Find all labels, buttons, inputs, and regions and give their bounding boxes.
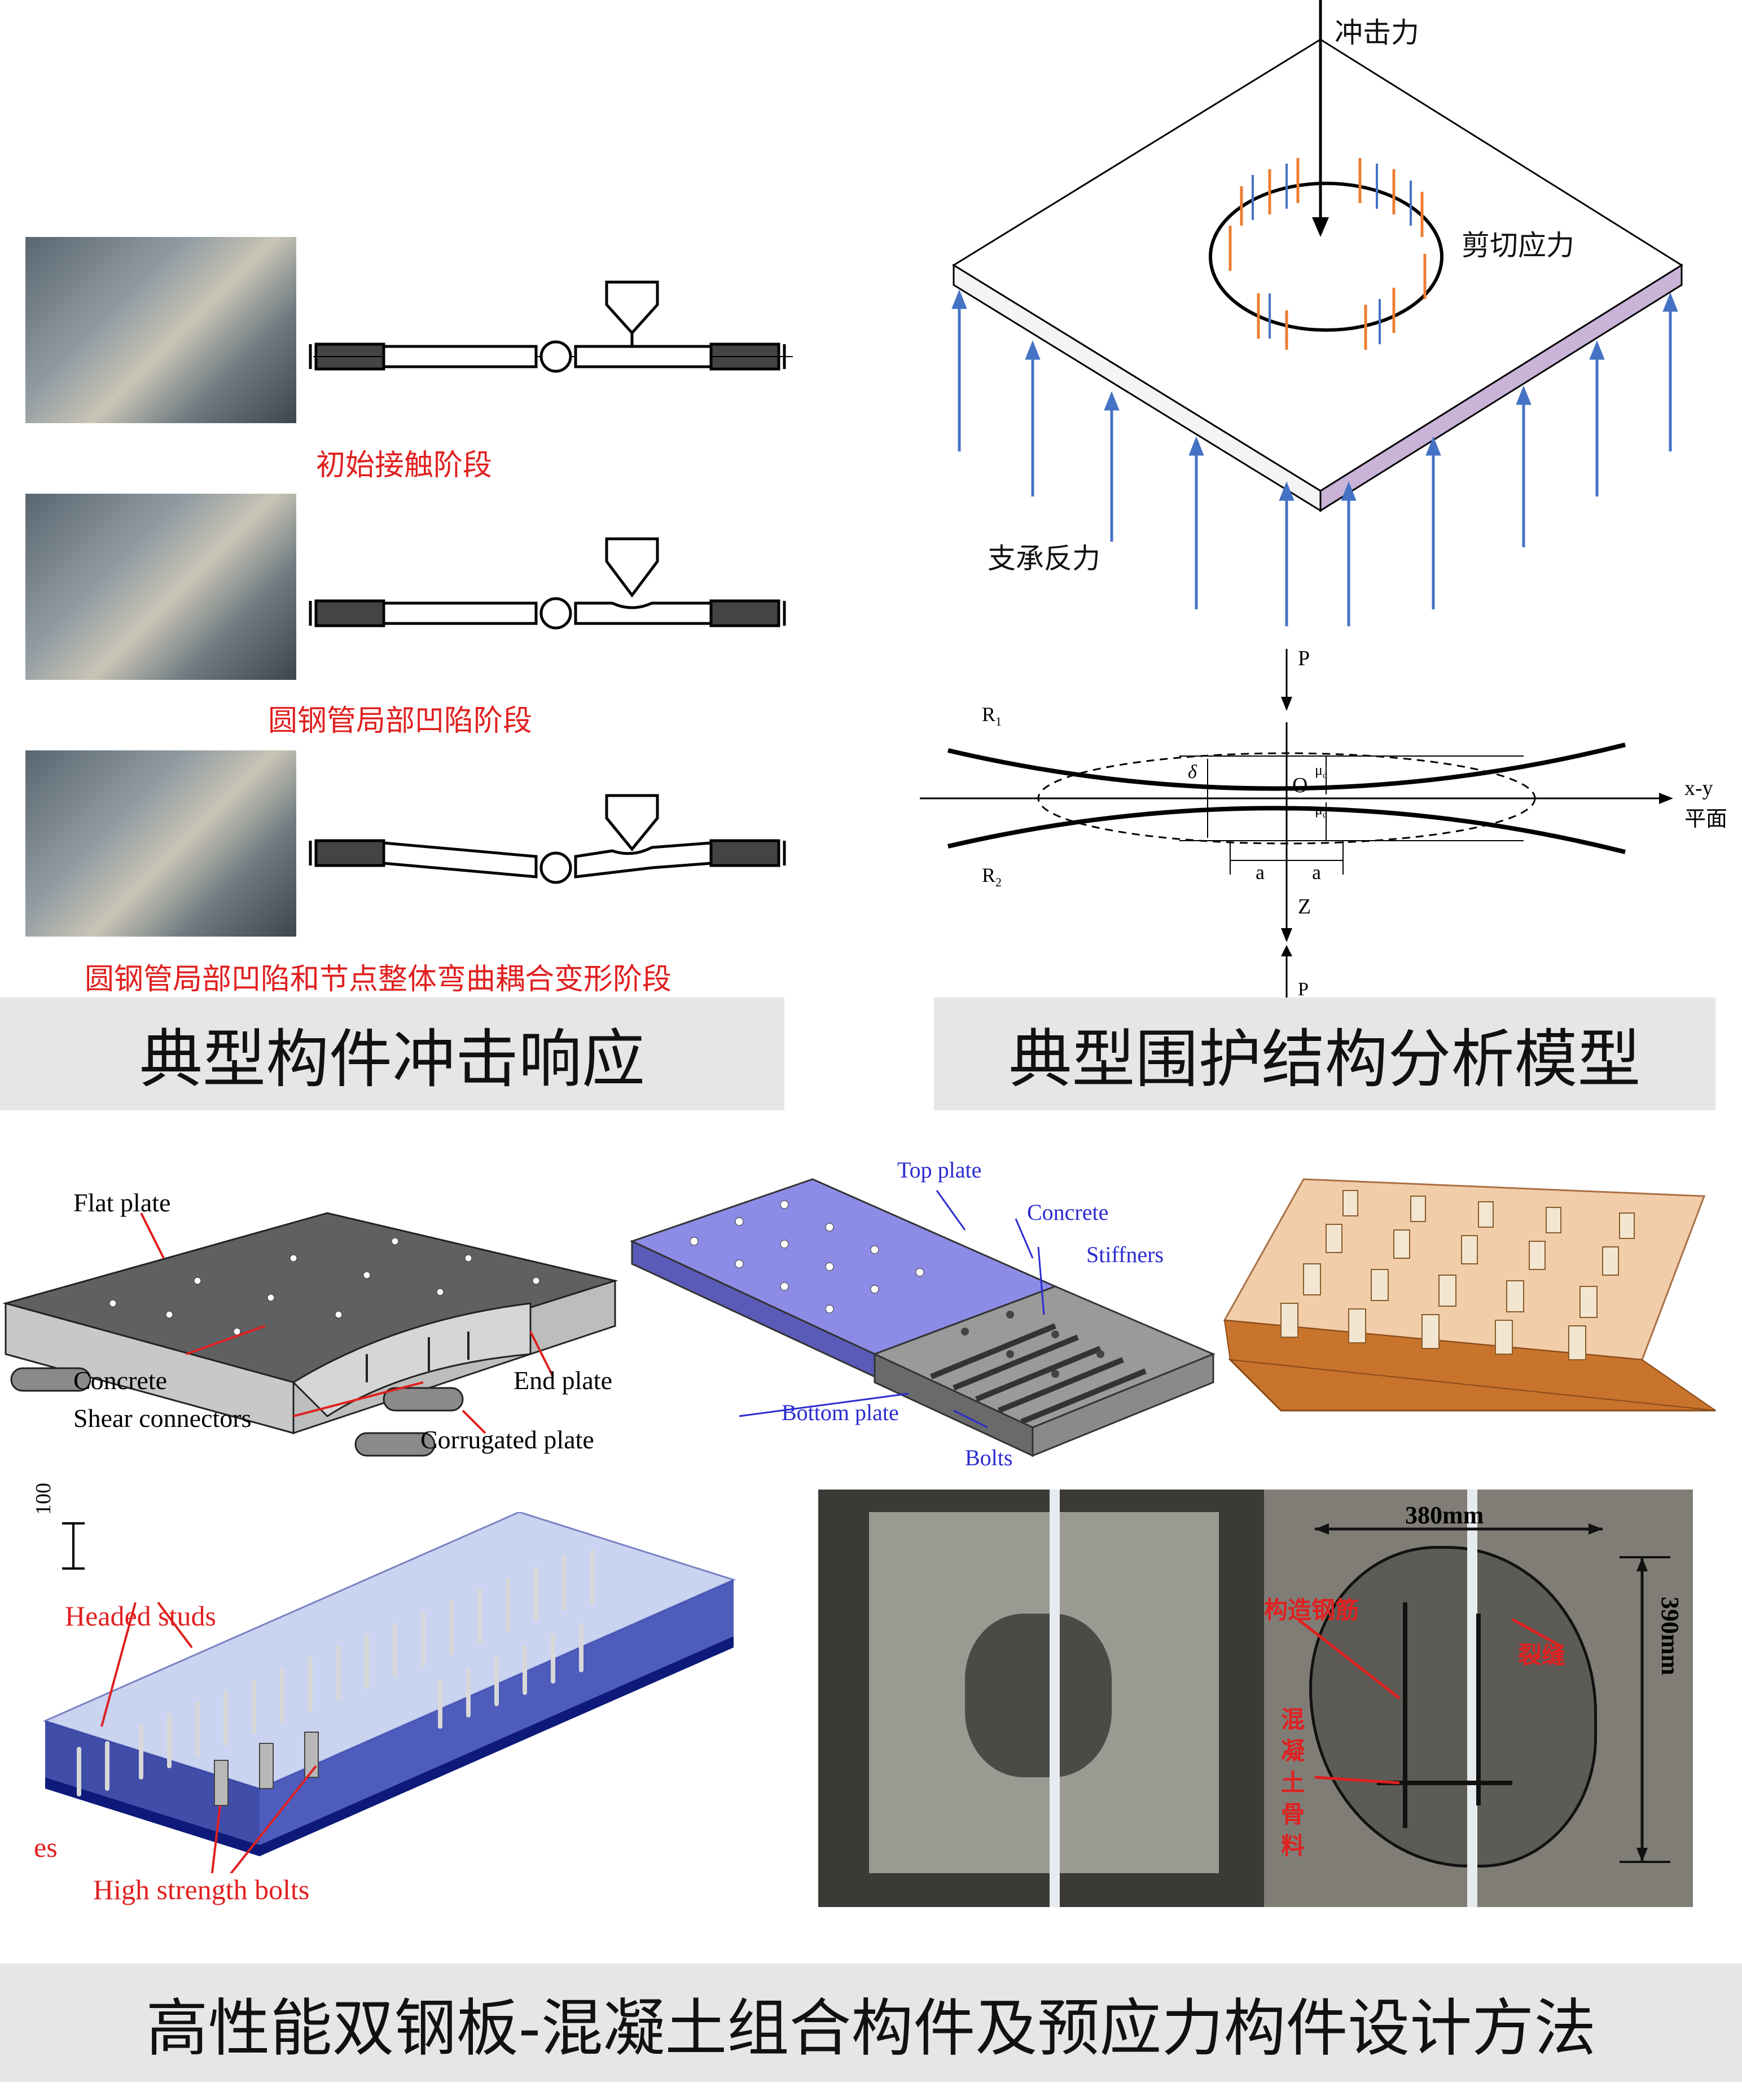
support-reaction-label: 支承反力 xyxy=(988,542,1100,575)
aggregate-char-1: 混 xyxy=(1281,1706,1305,1733)
label-headed-studs: Headed studs xyxy=(65,1600,216,1632)
label-high-strength-bolts: High strength bolts xyxy=(93,1874,310,1905)
label-top-plate: Top plate xyxy=(897,1157,982,1183)
banner-impact-response: 典型构件冲击响应 xyxy=(0,998,784,1110)
contact-delta: δ xyxy=(1188,762,1197,783)
contact-a-right: a xyxy=(1312,861,1321,884)
contact-R2: R2 xyxy=(982,864,1002,890)
label-stiffners: Stiffners xyxy=(1086,1242,1164,1267)
stage-photo-3 xyxy=(25,750,296,937)
specimen-ruler xyxy=(1050,1490,1060,1907)
label-concrete-middle: Concrete xyxy=(1027,1200,1109,1225)
stage-diagram-1 xyxy=(309,280,793,373)
specimen-damage-zone xyxy=(965,1614,1112,1777)
plate-diagram xyxy=(951,0,1683,626)
banner-composite-design: 高性能双钢板-混凝土组合构件及预应力构件设计方法 xyxy=(0,1963,1742,2082)
shear-stress-label: 剪切应力 xyxy=(1462,229,1574,262)
label-380mm: 380mm xyxy=(1405,1501,1484,1529)
contact-model-diagram xyxy=(920,649,1673,999)
specimen-crater xyxy=(1309,1546,1597,1868)
stage-diagram-2 xyxy=(309,537,786,630)
label-390mm: 390mm xyxy=(1656,1597,1684,1676)
specimen-dimensions xyxy=(1297,1523,1670,1863)
label-end-plate: End plate xyxy=(514,1366,612,1395)
aggregate-char-5: 料 xyxy=(1281,1832,1305,1860)
label-concrete-left: Concrete xyxy=(73,1366,168,1395)
contact-mu2: μd xyxy=(1315,801,1327,820)
label-bolts: Bolts xyxy=(965,1445,1013,1470)
aggregate-char-4: 骨 xyxy=(1281,1800,1305,1828)
stage-photo-2 xyxy=(25,494,296,680)
stage-label-2: 圆钢管局部凹陷阶段 xyxy=(268,704,533,738)
specimen-ruler-right xyxy=(1467,1490,1477,1907)
contact-xy: x-y xyxy=(1684,776,1713,800)
banner-enclosure-model: 典型围护结构分析模型 xyxy=(934,998,1715,1110)
contact-Z: Z xyxy=(1298,895,1311,919)
impact-force-label: 冲击力 xyxy=(1335,16,1419,49)
aggregate-char-2: 凝 xyxy=(1281,1737,1305,1765)
contact-P-bottom: P xyxy=(1298,979,1309,1000)
aggregate-char-3: 土 xyxy=(1281,1769,1305,1796)
label-rebar: 构造钢筋 xyxy=(1264,1596,1359,1624)
label-corrugated-plate: Corrugated plate xyxy=(420,1425,594,1454)
contact-a-left: a xyxy=(1256,861,1265,884)
label-flat-plate: Flat plate xyxy=(73,1188,171,1217)
label-dimension: 100 xyxy=(32,1483,55,1515)
contact-mu1: μd xyxy=(1315,762,1327,781)
label-bottom-plate: Bottom plate xyxy=(782,1400,899,1425)
label-aggregate: 混 凝 土 骨 料 xyxy=(1281,1704,1305,1862)
stage-label-3: 圆钢管局部凹陷和节点整体弯曲耦合变形阶段 xyxy=(85,963,672,996)
stage-photo-1 xyxy=(25,237,296,423)
contact-R1: R1 xyxy=(982,703,1002,729)
label-shear-connectors: Shear connectors xyxy=(73,1404,252,1433)
stage-label-1: 初始接触阶段 xyxy=(316,449,493,482)
contact-O: O xyxy=(1292,774,1308,797)
stiffened-slab-diagram xyxy=(629,1178,1216,1457)
stage-diagram-3 xyxy=(309,794,786,884)
corrugated-slab-diagram xyxy=(2,1212,618,1457)
contact-plane: 平面 xyxy=(1684,806,1728,831)
steel-box-diagram xyxy=(42,1512,736,1873)
specimen-photo-left xyxy=(818,1490,1264,1907)
label-crack: 裂缝 xyxy=(1518,1641,1566,1669)
label-partial-es: es xyxy=(34,1831,58,1863)
contact-P-top: P xyxy=(1298,647,1310,670)
stud-grid-diagram xyxy=(1223,1178,1716,1412)
